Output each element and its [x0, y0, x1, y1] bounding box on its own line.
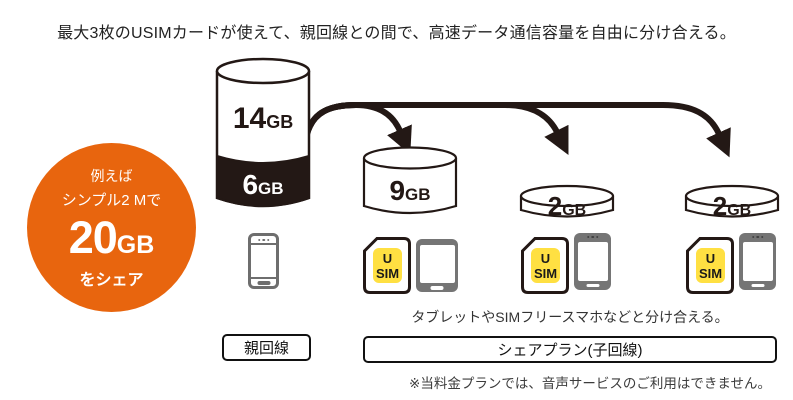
- share-plan-label-text: シェアプラン(子回線): [497, 342, 643, 359]
- usim-label-bottom: SIM: [699, 266, 722, 281]
- child-smartphone-icon: [739, 233, 776, 290]
- badge-line1: 例えば: [90, 167, 133, 184]
- child-3-amount-label: 2GB: [713, 191, 751, 221]
- child-data-cylinder-1: 9GB: [362, 146, 458, 215]
- usim-card-3: U SIM: [686, 237, 734, 294]
- badge-amount-number: 20: [68, 211, 118, 263]
- usim-label-top: U: [541, 251, 550, 266]
- usim-label-top: U: [706, 251, 715, 266]
- phone-screen: [251, 243, 276, 279]
- flow-arrow-2: [304, 102, 569, 155]
- usim-chip: [373, 248, 402, 283]
- parent-data-cylinder: 14GB 6GB: [215, 57, 311, 208]
- child-1-amount-label: 9GB: [389, 175, 430, 206]
- phone-homebar: [257, 281, 270, 285]
- phone-speaker-dots: [751, 235, 764, 238]
- usim-label-bottom: SIM: [376, 266, 399, 281]
- footnote: ※当料金プランでは、音声サービスのご利用はできません。: [409, 376, 771, 391]
- usim-label-top: U: [383, 251, 392, 266]
- parent-available-unit: GB: [266, 112, 293, 132]
- usim-chip: [696, 248, 725, 283]
- child-1-unit: GB: [405, 185, 431, 204]
- usim-label-bottom: SIM: [534, 266, 557, 281]
- child-tablet-icon: [416, 239, 458, 292]
- parent-available-number: 14: [233, 102, 267, 135]
- child-data-cylinder-2: 2GB: [519, 184, 615, 221]
- phone-screen: [742, 242, 773, 281]
- badge-amount-unit: GB: [116, 230, 155, 259]
- child-3-unit: GB: [727, 202, 751, 219]
- tablet-homebar: [430, 286, 444, 290]
- phone-screen: [577, 242, 608, 281]
- child-smartphone-icon: [574, 233, 611, 290]
- parent-smartphone-icon: [248, 233, 279, 289]
- tablet-screen: [419, 245, 455, 283]
- child-1-number: 9: [389, 175, 405, 206]
- parent-available-label: 14GB: [233, 102, 293, 135]
- usim-card-2: U SIM: [521, 237, 569, 294]
- share-caption: タブレットやSIMフリースマホなどと分け合える。: [411, 309, 729, 325]
- child-cylinder-3-top: [684, 184, 780, 208]
- child-cylinder-1-body: [362, 158, 458, 215]
- example-badge: 例えば シンプル2 Mで 20GB をシェア: [27, 143, 196, 312]
- badge-line3: をシェア: [79, 271, 144, 289]
- share-plan-label: シェアプラン(子回線): [363, 336, 777, 363]
- child-data-cylinder-3: 2GB: [684, 184, 780, 221]
- child-2-unit: GB: [562, 202, 586, 219]
- phone-speaker-dots: [586, 235, 599, 238]
- parent-shared-unit: GB: [258, 179, 284, 198]
- parent-shared-number: 6: [242, 169, 258, 200]
- badge-amount: 20GB: [69, 215, 155, 260]
- parent-line-label-text: 親回線: [243, 340, 289, 357]
- phone-speaker-dots: [257, 238, 270, 241]
- page-title: 最大3枚のUSIMカードが使えて、親回線との間で、高速データ通信容量を自由に分け…: [57, 25, 736, 42]
- badge-line2: シンプル2 Mで: [61, 191, 162, 209]
- parent-line-label: 親回線: [222, 334, 311, 361]
- child-2-number: 2: [548, 191, 562, 221]
- child-2-amount-label: 2GB: [548, 191, 586, 221]
- usim-chip: [531, 248, 560, 283]
- flow-arrow-1: [304, 101, 412, 155]
- parent-shared-label: 6GB: [242, 169, 283, 200]
- usim-card-1: U SIM: [363, 237, 411, 294]
- parent-cylinder-top: [215, 57, 311, 85]
- flow-arrow-3: [304, 102, 731, 158]
- child-cylinder-2-top: [519, 184, 615, 208]
- parent-cylinder-shared-segment: [216, 154, 310, 207]
- phone-homebar: [751, 283, 764, 287]
- child-3-number: 2: [713, 191, 727, 221]
- phone-homebar: [586, 283, 599, 287]
- child-cylinder-1-top: [362, 146, 458, 170]
